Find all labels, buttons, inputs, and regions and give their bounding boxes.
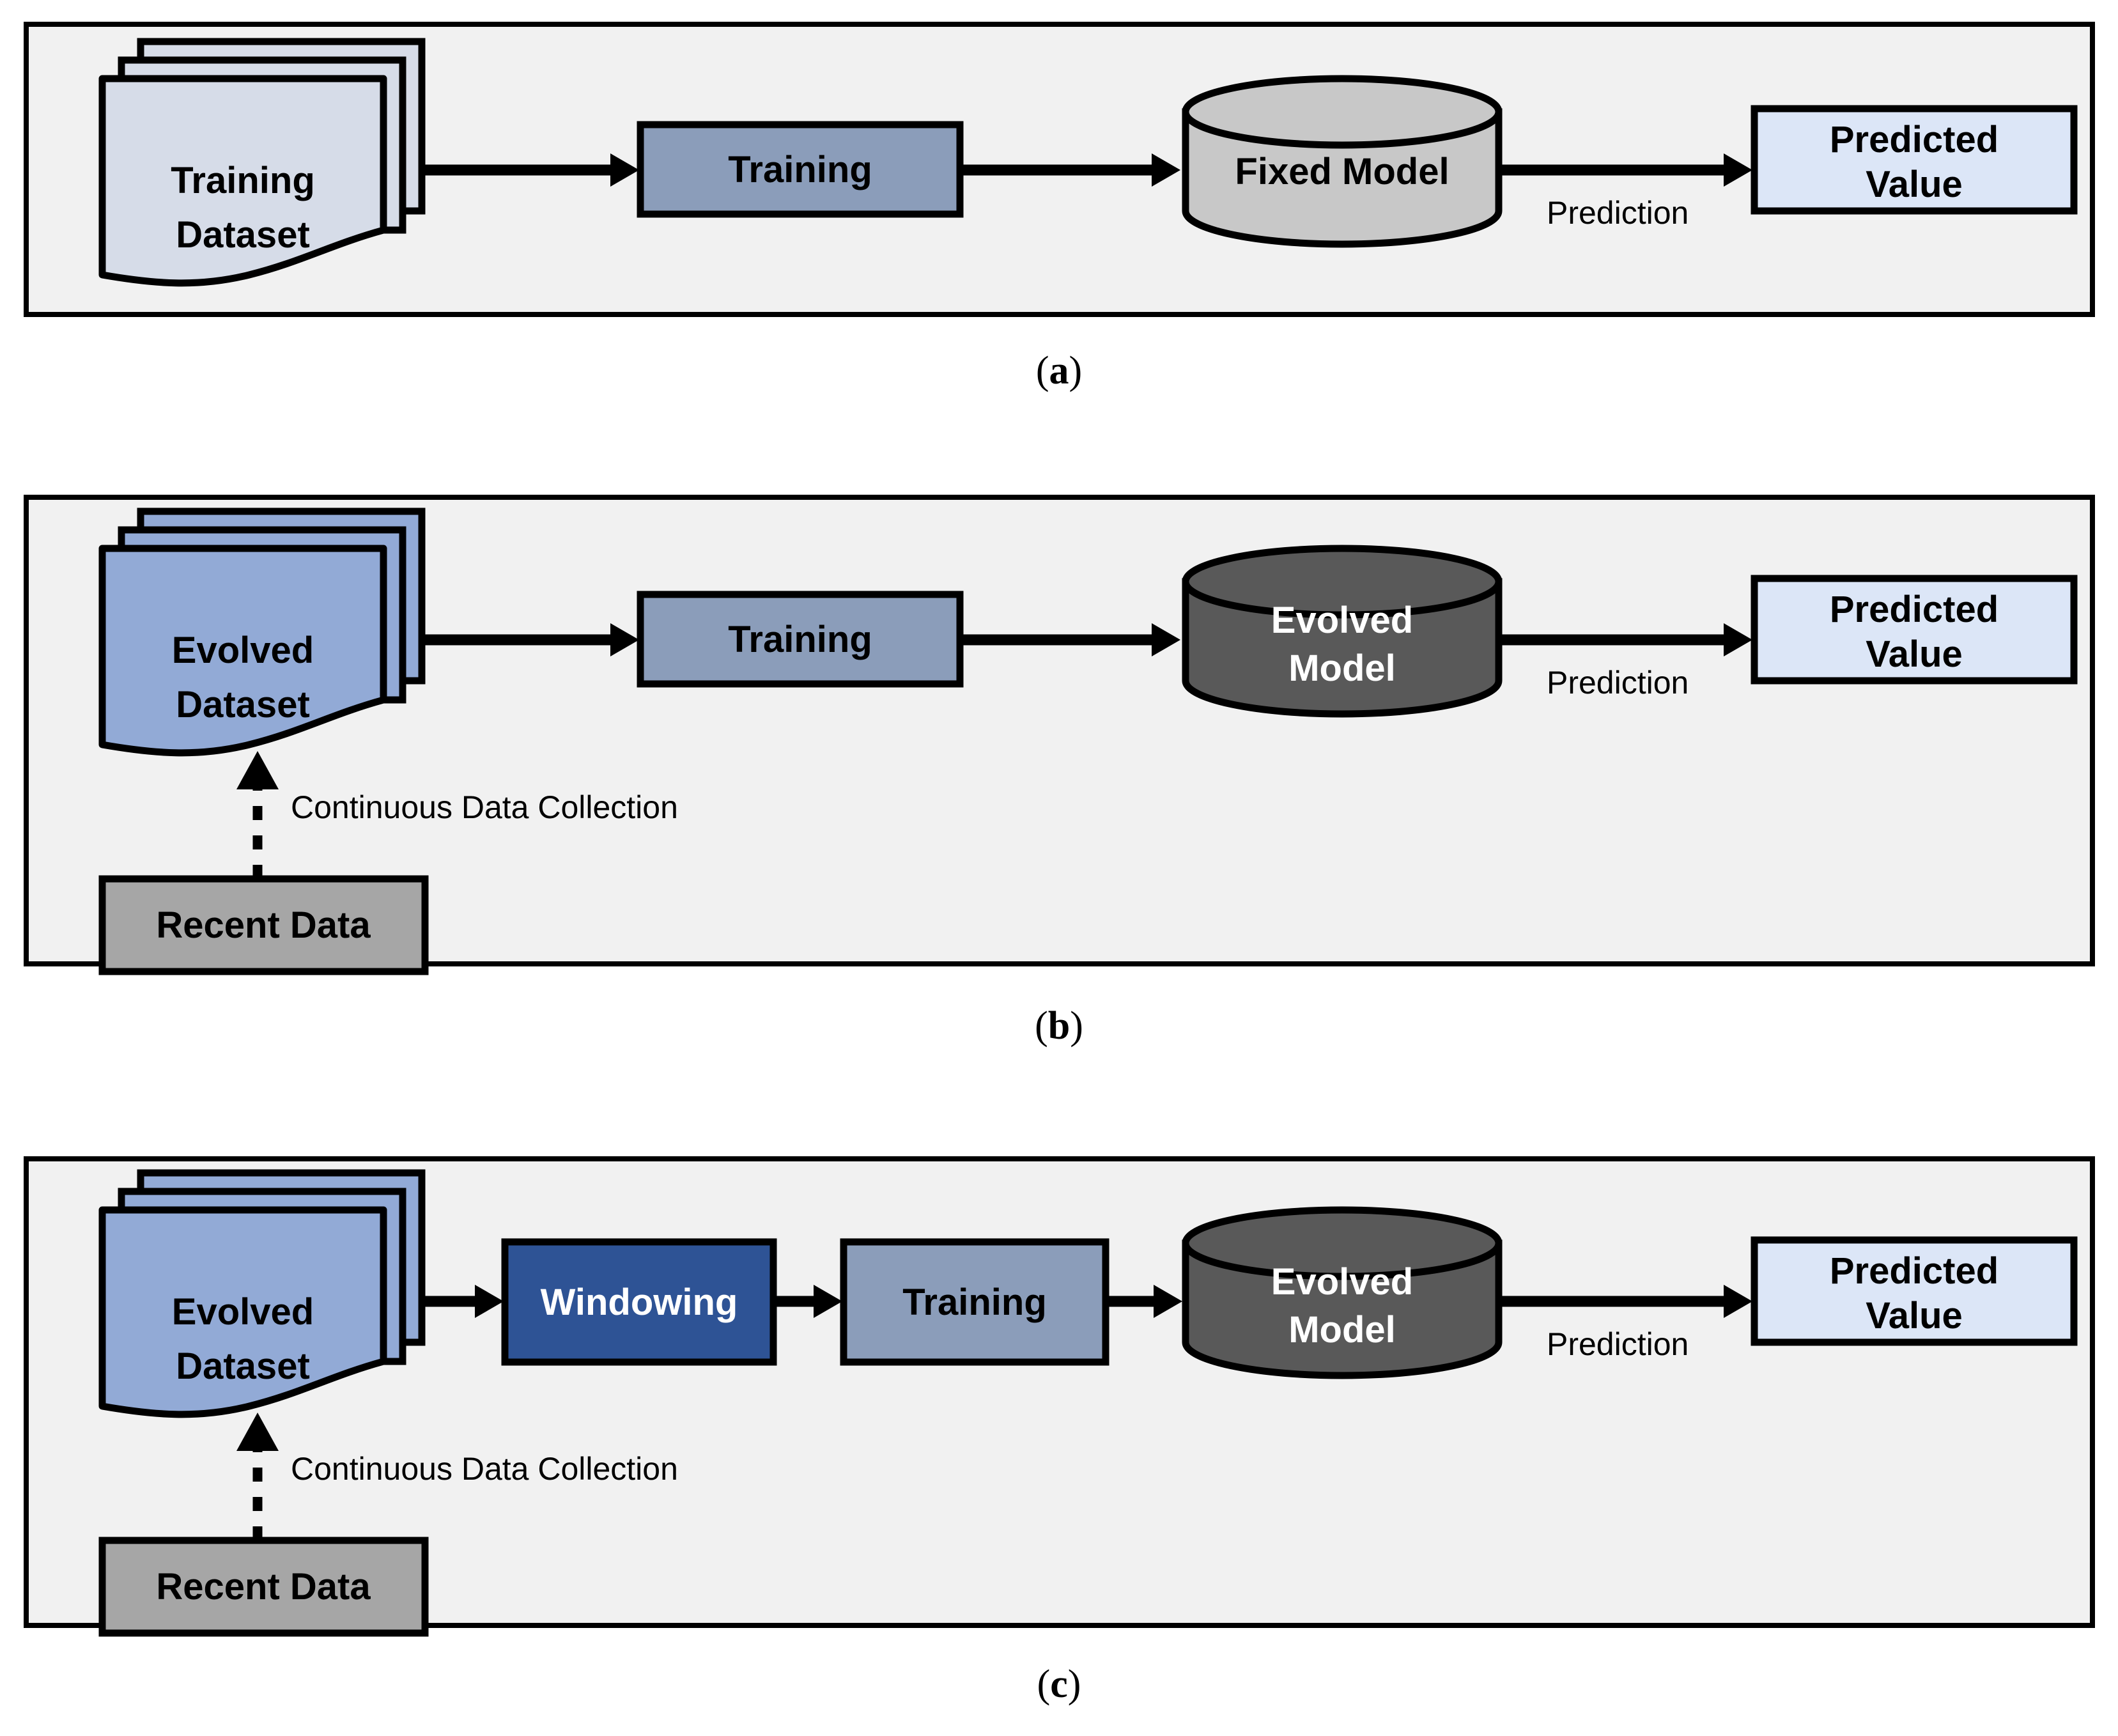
panel-c-training-label: Training [902,1282,1047,1323]
panel-a-output-label-line2: Value [1866,164,1963,205]
panel-b-prediction-label: Prediction [1547,665,1689,701]
panel-a-model-label: Fixed Model [1235,151,1449,192]
panel-a-arrow-training-to-model [960,153,1180,187]
panel-b-arrow-model-to-output: Prediction [1499,623,1752,701]
panel-b-model-label-line2: Model [1288,647,1396,689]
panel-b-dataset-label-line2: Dataset [176,684,310,725]
panel-b-training-box: Training [637,591,964,688]
panel-c: Evolved Dataset Windowing Training [24,1156,2095,1637]
panel-c-windowing-box: Windowing [501,1238,777,1366]
panel-a-dataset-label-line1: Training [171,160,315,201]
panel-a: Training Dataset Training Fixed Model [24,22,2095,317]
panel-a-arrow-dataset-to-training [422,153,639,187]
panel-a-dataset-label-line2: Dataset [176,214,310,256]
panel-c-training-box: Training [840,1238,1109,1366]
panel-b-arrow-dataset-to-training [422,623,639,656]
panel-a-training-dataset: Training Dataset [98,38,426,287]
panel-b: Evolved Dataset Training Evolved Model [24,495,2095,975]
panel-a-prediction-label: Prediction [1547,195,1689,231]
panel-c-arrow-model-to-output: Prediction [1499,1285,1752,1362]
panel-c-output-label-line1: Predicted [1830,1250,1998,1292]
panel-a-arrow-model-to-output: Prediction [1499,153,1752,231]
panel-c-model-label-line1: Evolved [1271,1261,1413,1303]
panel-c-model-label-line2: Model [1288,1309,1396,1351]
panel-b-caption-prefix: ( [1035,1004,1048,1048]
panel-c-predicted-value: Predicted Value [1751,1236,2078,1346]
panel-c-arrow-training-to-model [1106,1285,1182,1318]
panel-c-dataset-label-line1: Evolved [172,1291,314,1333]
panel-b-model-label-line1: Evolved [1271,600,1413,641]
panel-b-caption-suffix: ) [1070,1004,1083,1048]
panel-a-training-box: Training [637,121,964,218]
panel-c-evolved-model: Evolved Model [1182,1206,1503,1379]
panel-b-continuous-data-collection-label: Continuous Data Collection [291,789,678,825]
panel-c-caption-letter: c [1050,1662,1068,1706]
panel-c-arrow-dataset-to-windowing [422,1285,504,1318]
panel-b-arrow-recent-data-to-dataset: Continuous Data Collection [236,751,678,879]
panel-c-recent-data: Recent Data [98,1537,429,1637]
panel-c-arrow-windowing-to-training [773,1285,842,1318]
panel-c-source-label: Recent Data [156,1566,371,1608]
panel-c-prediction-label: Prediction [1547,1326,1689,1362]
panel-c-evolved-dataset: Evolved Dataset [98,1169,426,1418]
panel-a-fixed-model: Fixed Model [1182,75,1503,248]
panel-c-windowing-label: Windowing [541,1282,738,1323]
panel-b-source-label: Recent Data [156,904,371,946]
panel-b-recent-data: Recent Data [98,875,429,975]
panel-c-caption-suffix: ) [1067,1662,1081,1706]
panel-b-dataset-label-line1: Evolved [172,630,314,671]
panel-a-caption-suffix: ) [1069,349,1083,392]
panel-a-caption-prefix: ( [1035,349,1049,392]
panel-b-output-label-line2: Value [1866,633,1963,675]
panel-c-arrow-recent-data-to-dataset: Continuous Data Collection [236,1413,678,1540]
panel-a-training-label: Training [728,149,872,190]
panel-a-predicted-value: Predicted Value [1751,105,2078,215]
panel-c-output-label-line2: Value [1866,1295,1963,1337]
panel-b-training-label: Training [728,619,872,660]
panel-b-predicted-value: Predicted Value [1751,575,2078,685]
panel-c-dataset-label-line2: Dataset [176,1345,310,1387]
panel-c-continuous-data-collection-label: Continuous Data Collection [291,1451,678,1487]
panel-c-caption-prefix: ( [1037,1662,1051,1706]
panel-b-arrow-training-to-model [960,623,1180,656]
panel-b-evolved-dataset: Evolved Dataset [98,508,426,757]
panel-a-caption: (a) [0,348,2118,394]
panel-b-caption-letter: b [1047,1004,1071,1048]
panel-b-caption: (b) [0,1004,2118,1049]
panel-b-output-label-line1: Predicted [1830,589,1998,630]
panel-c-caption: (c) [0,1662,2118,1707]
panel-a-caption-letter: a [1049,349,1069,392]
panel-a-output-label-line1: Predicted [1830,119,1998,160]
panel-b-evolved-model: Evolved Model [1182,545,1503,718]
